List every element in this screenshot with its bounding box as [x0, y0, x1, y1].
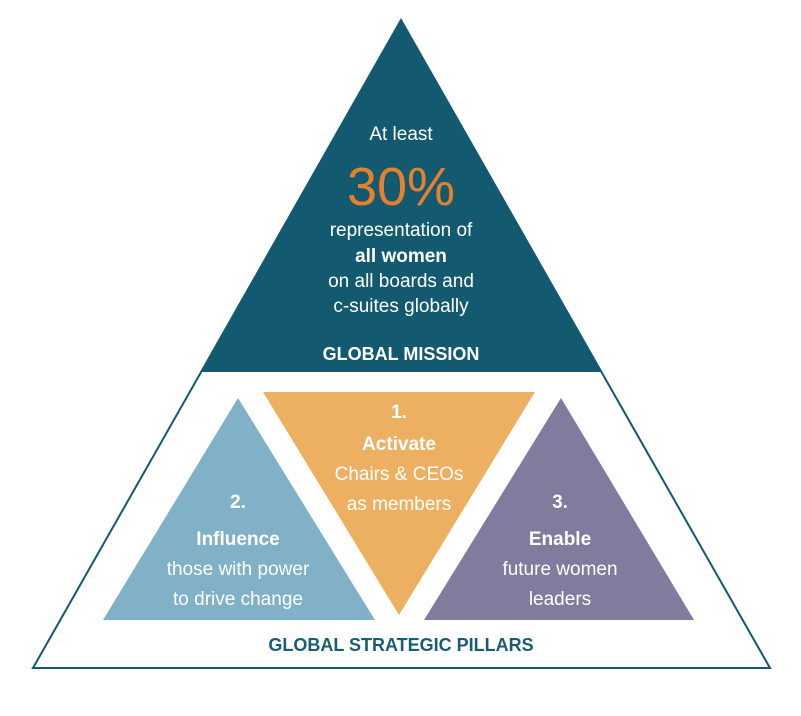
pillar-enable-triangle	[424, 398, 694, 620]
pillar-activate-name: Activate	[362, 434, 436, 455]
pillar-activate-number: 1.	[391, 402, 407, 423]
mission-percent: 30%	[347, 157, 455, 217]
pillar-enable-number: 3.	[552, 492, 568, 513]
pillar-enable-line-1: future women	[502, 559, 617, 580]
mission-line-3: all women	[355, 246, 447, 267]
mission-line-1: At least	[369, 124, 433, 145]
mission-line-2: representation of	[330, 220, 473, 241]
pillar-activate-triangle	[263, 392, 535, 615]
pillar-influence-triangle	[103, 398, 375, 620]
global-strategic-pillars-title: GLOBAL STRATEGIC PILLARS	[268, 635, 533, 655]
pillar-influence-line-1: those with power	[167, 559, 310, 580]
global-mission-title: GLOBAL MISSION	[323, 344, 480, 364]
global-mission-section	[201, 20, 601, 372]
pillar-activate-line-2: as members	[347, 494, 452, 515]
pillar-enable-name: Enable	[529, 529, 591, 550]
pillar-influence-number: 2.	[230, 492, 246, 513]
pillar-activate-line-1: Chairs & CEOs	[335, 464, 464, 485]
mission-line-5: c-suites globally	[333, 296, 469, 317]
pillar-influence-name: Influence	[196, 529, 279, 550]
mission-line-4: on all boards and	[328, 271, 474, 292]
pillar-influence-line-2: to drive change	[173, 589, 303, 610]
pillar-enable-line-2: leaders	[529, 589, 591, 610]
